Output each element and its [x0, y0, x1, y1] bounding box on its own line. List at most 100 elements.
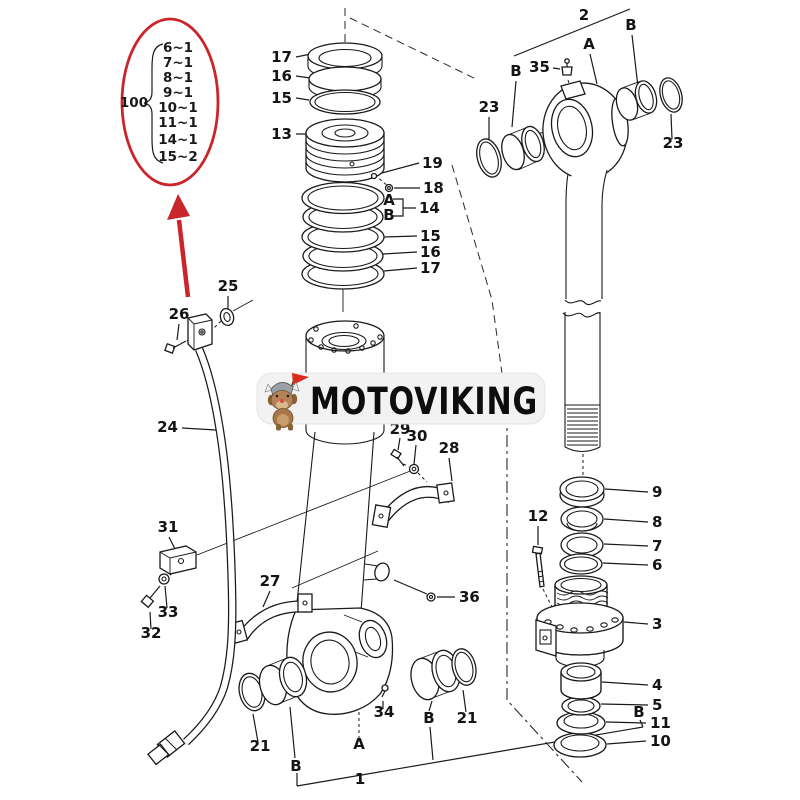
part-label-31: 31: [158, 518, 179, 536]
watermark-logo: MOTOVIKING: [256, 372, 546, 431]
part-label-a-bottom: A: [353, 735, 365, 753]
part-label-12: 12: [528, 507, 549, 525]
part-label-18: 18: [423, 179, 444, 197]
part-label-16-mid: 16: [420, 243, 441, 261]
list-item: 6~1: [163, 40, 193, 56]
part-label-b-bottom-mid: B: [423, 709, 434, 727]
part-label-1: 1: [355, 770, 365, 788]
part-label-9: 9: [652, 483, 662, 501]
cylinder-tube-assembly: [286, 320, 394, 715]
piston-ring-group: [301, 42, 394, 290]
part-label-28: 28: [439, 439, 460, 457]
part-label-11: 11: [650, 714, 671, 732]
ring-5: [561, 696, 601, 716]
flange-bolt-holes: [308, 323, 383, 354]
part-label-b-bottom-right: B: [633, 703, 644, 721]
part-label-6: 6: [652, 556, 662, 574]
clamp-28: [371, 482, 455, 528]
part-labels: 17 16 15 13 19 18 A B 14 15 16 17 2 A B …: [141, 6, 684, 788]
part-label-34: 34: [374, 703, 395, 721]
viking-dog-icon: [264, 373, 309, 431]
part-label-21-right: 21: [457, 709, 478, 727]
bottom-bushings: [238, 648, 477, 712]
part-label-17-top: 17: [271, 48, 292, 66]
piston-13: [305, 118, 385, 183]
ring-21-right: [451, 648, 477, 686]
ball-19: [370, 172, 378, 180]
part-label-35: 35: [529, 58, 550, 76]
part-label-33: 33: [158, 603, 179, 621]
ball-18: [384, 183, 394, 193]
washer-30: [408, 463, 420, 475]
part-label-4: 4: [652, 676, 662, 694]
part-label-26: 26: [169, 305, 190, 323]
block-31: [159, 545, 197, 575]
part-label-23-left: 23: [479, 98, 500, 116]
list-item: 15~2: [158, 149, 198, 165]
part-label-24: 24: [157, 418, 178, 436]
grease-boss: [560, 80, 586, 100]
pipe-24: [147, 307, 237, 766]
part-label-17-mid: 17: [420, 259, 441, 277]
grease-fitting-35: [561, 58, 573, 76]
part-label-32: 32: [141, 624, 162, 642]
list-item: 8~1: [163, 70, 193, 86]
ring-8: [560, 506, 604, 532]
rod-threads: [567, 408, 598, 446]
hose-nut: [147, 730, 186, 766]
list-item: 10~1: [158, 100, 198, 116]
list-item: 11~1: [158, 115, 198, 131]
part-label-16-top: 16: [271, 67, 292, 85]
part-label-30: 30: [407, 427, 428, 445]
rod-assembly: [476, 58, 683, 453]
part-label-8: 8: [652, 513, 662, 531]
pipe-flange-block: [187, 313, 213, 351]
quantity-list: 6~1 7~1 8~1 9~1 10~1 11~1 14~1 15~2: [158, 40, 198, 165]
list-item: 14~1: [158, 132, 198, 148]
ring-9: [559, 476, 605, 508]
part-label-15-mid: 15: [420, 227, 441, 245]
part-label-27: 27: [260, 572, 281, 590]
part-label-b-bottom-left: B: [290, 757, 301, 775]
seal-ring-set-14-17: [301, 181, 385, 290]
red-annotation: 100 6~1 7~1 8~1 9~1 10~1 11~1 14~1 15~2: [120, 17, 220, 298]
gland-3: [535, 575, 624, 668]
part-label-23-right: 23: [663, 134, 684, 152]
washer-33: [158, 573, 170, 585]
part-label-15-top: 15: [271, 89, 292, 107]
part-label-a-mid: A: [383, 191, 395, 209]
red-ellipse: [120, 17, 220, 187]
part-label-36: 36: [459, 588, 480, 606]
part-label-25: 25: [218, 277, 239, 295]
list-item: 7~1: [163, 55, 193, 71]
gland-seal-stack: [531, 476, 624, 758]
part-label-3: 3: [652, 615, 662, 633]
red-arrow: [167, 194, 191, 298]
part-label-19: 19: [422, 154, 443, 172]
group-quantity-label: 100: [120, 95, 148, 111]
plug-36: [426, 592, 436, 602]
part-label-7: 7: [652, 537, 662, 555]
bushing-b-left-bottom: [258, 656, 308, 706]
part-label-21-left: 21: [250, 737, 271, 755]
part-label-13: 13: [271, 125, 292, 143]
part-label-2: 2: [579, 6, 589, 24]
bushing-b-right: [615, 80, 658, 121]
bolt-29: [390, 448, 405, 467]
washer-25: [219, 307, 235, 327]
bushing-4: [560, 662, 602, 700]
part-label-b-rod-right: B: [625, 16, 636, 34]
ring-23-left: [476, 138, 502, 178]
ring-6: [559, 553, 603, 575]
bolt-12: [531, 545, 545, 588]
logo-pill: [256, 372, 546, 425]
bolt-32: [140, 585, 161, 609]
part-label-b-rod-left: B: [510, 62, 521, 80]
part-label-5: 5: [652, 696, 662, 714]
bolt-26: [164, 340, 187, 354]
brace: [143, 43, 164, 164]
part-label-14: 14: [419, 199, 440, 217]
ring-10: [553, 732, 607, 758]
part-label-a-rod: A: [583, 35, 595, 53]
